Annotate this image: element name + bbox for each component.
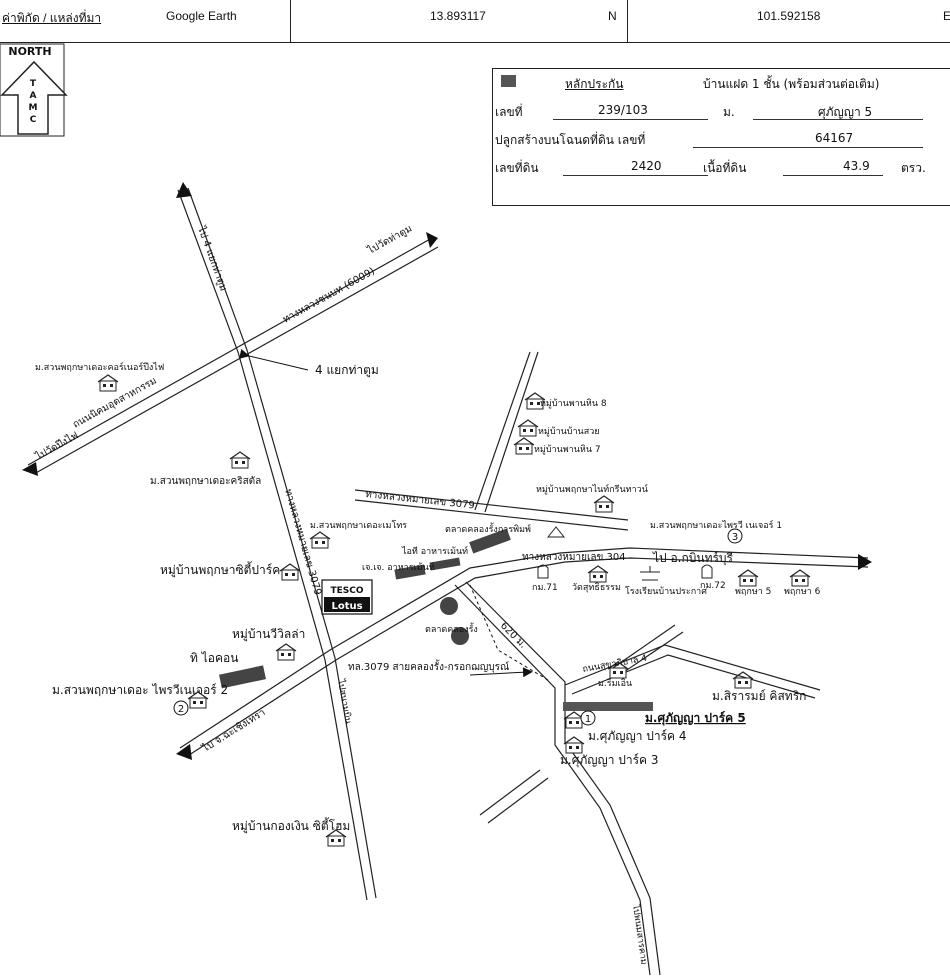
collateral-legend: หลักประกัน บ้านแฝด 1 ชั้น (พร้อมส่วนต่อเ… — [492, 68, 950, 206]
label-road-bottom: ไปพนมสารคาม — [630, 903, 649, 966]
label-to-prachinburi: ไป อ.กบินทร์บุรี — [652, 551, 734, 566]
subject-property-marker — [563, 702, 653, 711]
landmark-icons — [537, 526, 713, 581]
label-km71: กม.71 — [532, 583, 558, 593]
village-underline — [753, 119, 923, 120]
marker-1: 1 — [585, 714, 591, 725]
label-km72: กม.72 — [700, 581, 726, 591]
leader-lines — [238, 348, 549, 681]
marker-3: 3 — [732, 532, 738, 543]
collateral-type: บ้านแฝด 1 ชั้น (พร้อมส่วนต่อเติม) — [703, 77, 880, 91]
label-to-pang-fai: ไปวัดปึงไฟ — [33, 429, 81, 463]
area-label: เนื้อที่ดิน — [703, 161, 747, 175]
label-corner1: ม.สวนพฤกษาเดอะไพรวี เนเจอร์ 1 — [650, 519, 782, 531]
label-rim-ean: ม.ริมเอิน — [598, 678, 632, 689]
north-arrow: NORTH T A M C — [0, 43, 68, 137]
latitude-dir: N — [608, 9, 617, 23]
label-ht-3079: ทางหลวงหมายเลข 3079 — [365, 489, 476, 511]
label-market-klong: ตลาดคลองรั้ง — [425, 622, 478, 635]
numbered-markers: 1 2 3 — [173, 528, 743, 726]
label-ban-suay: หมู่บ้านบ้านสวย — [538, 426, 600, 437]
label-supanya4: ม.ศุภัญญา ปาร์ค 4 — [588, 729, 687, 744]
collateral-swatch — [501, 75, 516, 87]
label-school: โรงเรียนบ้านประกาศ — [625, 586, 707, 597]
tamc-letter-c: C — [30, 115, 37, 125]
header-lon-cell: 101.592158 E — [627, 0, 950, 42]
label-pruksa6: พฤกษา 6 — [784, 587, 821, 597]
label-market-kr: ตลาดคลองรั้งการพิมพ์ — [445, 522, 531, 535]
number-underline — [553, 119, 708, 120]
label-villa: หมู่บ้านวีวิลล่า — [232, 627, 305, 642]
tamc-letter-t: T — [30, 79, 37, 89]
label-siramon: ม.สิรารมย์ คิสทริก — [712, 689, 806, 703]
marker-2: 2 — [178, 704, 184, 715]
area-unit: ตรว. — [901, 161, 926, 175]
label-distance: 620 ม. — [498, 620, 528, 650]
label-village-green: หมู่บ้านพฤกษาไนท์กรีนทาวน์ — [536, 483, 648, 495]
road-network — [27, 187, 869, 976]
road-end-arrows — [22, 182, 872, 760]
label-it-food: ไอที อาหารเม้นท์ — [401, 545, 468, 557]
area-underline — [783, 175, 883, 176]
label-road-mid: ไปสนามบิน — [335, 678, 354, 725]
number-label: เลขที่ — [495, 105, 523, 119]
tesco-text: TESCO — [330, 586, 363, 596]
label-cc-food: เจ.เจ. อาหารเม้นท์ — [362, 561, 435, 573]
header-lat-cell: 13.893117 N — [290, 0, 628, 42]
label-pan-hin-7: หมู่บ้านพานหิน 7 — [534, 444, 601, 455]
label-road-3079-name: ทล.3079 สายคลองรั้ง-กรอกฌญบุรณ์ — [348, 659, 509, 673]
tamc-letter-a: A — [30, 91, 37, 101]
deed-label: ปลูกสร้างบนโฉนดที่ดิน เลขที่ — [495, 133, 646, 147]
coord-label: ค่าพิกัด / แหล่งที่มา — [2, 11, 102, 25]
label-pruksa5: พฤกษา 5 — [735, 587, 771, 597]
label-wat: วัดสุทธิธรรม — [572, 582, 621, 593]
land-no-label: เลขที่ดิน — [495, 161, 539, 175]
label-hwy-6009: ทางหลวงชนบท (6009) — [281, 266, 377, 326]
label-pan-hin-8: หมู่บ้านพานหิน 8 — [540, 398, 607, 409]
land-no-value: 2420 — [631, 159, 662, 173]
longitude-value: 101.592158 — [757, 9, 821, 23]
coordinate-header: ค่าพิกัด / แหล่งที่มา Google Earth 13.89… — [0, 0, 950, 43]
label-village-pang-fai: ม.สวนพฤกษาเดอะคอร์เนอร์ปึงไฟ — [35, 361, 164, 373]
number-value: 239/103 — [598, 103, 648, 117]
north-word: NORTH — [8, 45, 51, 58]
lotus-text: Lotus — [331, 601, 362, 612]
label-supanya5: ม.ศุภัญญา ปาร์ค 5 — [645, 711, 746, 726]
label-kong-ngern: หมู่บ้านกองเงิน ซิตี้โฮม — [232, 817, 350, 834]
deed-value: 64167 — [815, 131, 854, 145]
village-value: ศุภัญญา 5 — [818, 105, 873, 119]
collateral-label: หลักประกัน — [565, 77, 624, 91]
source-value: Google Earth — [166, 9, 237, 23]
deed-underline — [693, 147, 923, 148]
label-supanya3: ม.ศุภัญญา ปาร์ค 3 — [560, 753, 659, 768]
label-city-park: หมู่บ้านพฤกษาซิตี้ปาร์ค — [160, 561, 280, 578]
area-value: 43.9 — [843, 159, 870, 173]
tamc-letter-m: M — [29, 103, 38, 113]
land-no-underline — [563, 175, 708, 176]
label-village-krisda: ม.สวนพฤกษาเดอะคริสตัล — [150, 476, 261, 487]
label-it-icon: ทิ ไอคอน — [190, 651, 238, 665]
label-ht-304: ทางหลวงหมายเลข 304 — [522, 552, 626, 563]
village-label: ม. — [723, 105, 735, 119]
label-nature2: ม.สวนพฤกษาเดอะ ไพรวีเนเจอร์ 2 — [52, 683, 228, 697]
building-blocks — [219, 528, 511, 689]
latitude-value: 13.893117 — [430, 9, 486, 23]
longitude-dir: E — [943, 9, 950, 23]
tesco-lotus-sign: TESCO Lotus — [321, 579, 373, 615]
label-village-metro: ม.สวนพฤกษาเดอะเมโทร — [310, 520, 407, 531]
header-source-cell: ค่าพิกัด / แหล่งที่มา Google Earth — [0, 0, 291, 42]
label-junction: 4 แยกท่าตูม — [315, 363, 379, 378]
